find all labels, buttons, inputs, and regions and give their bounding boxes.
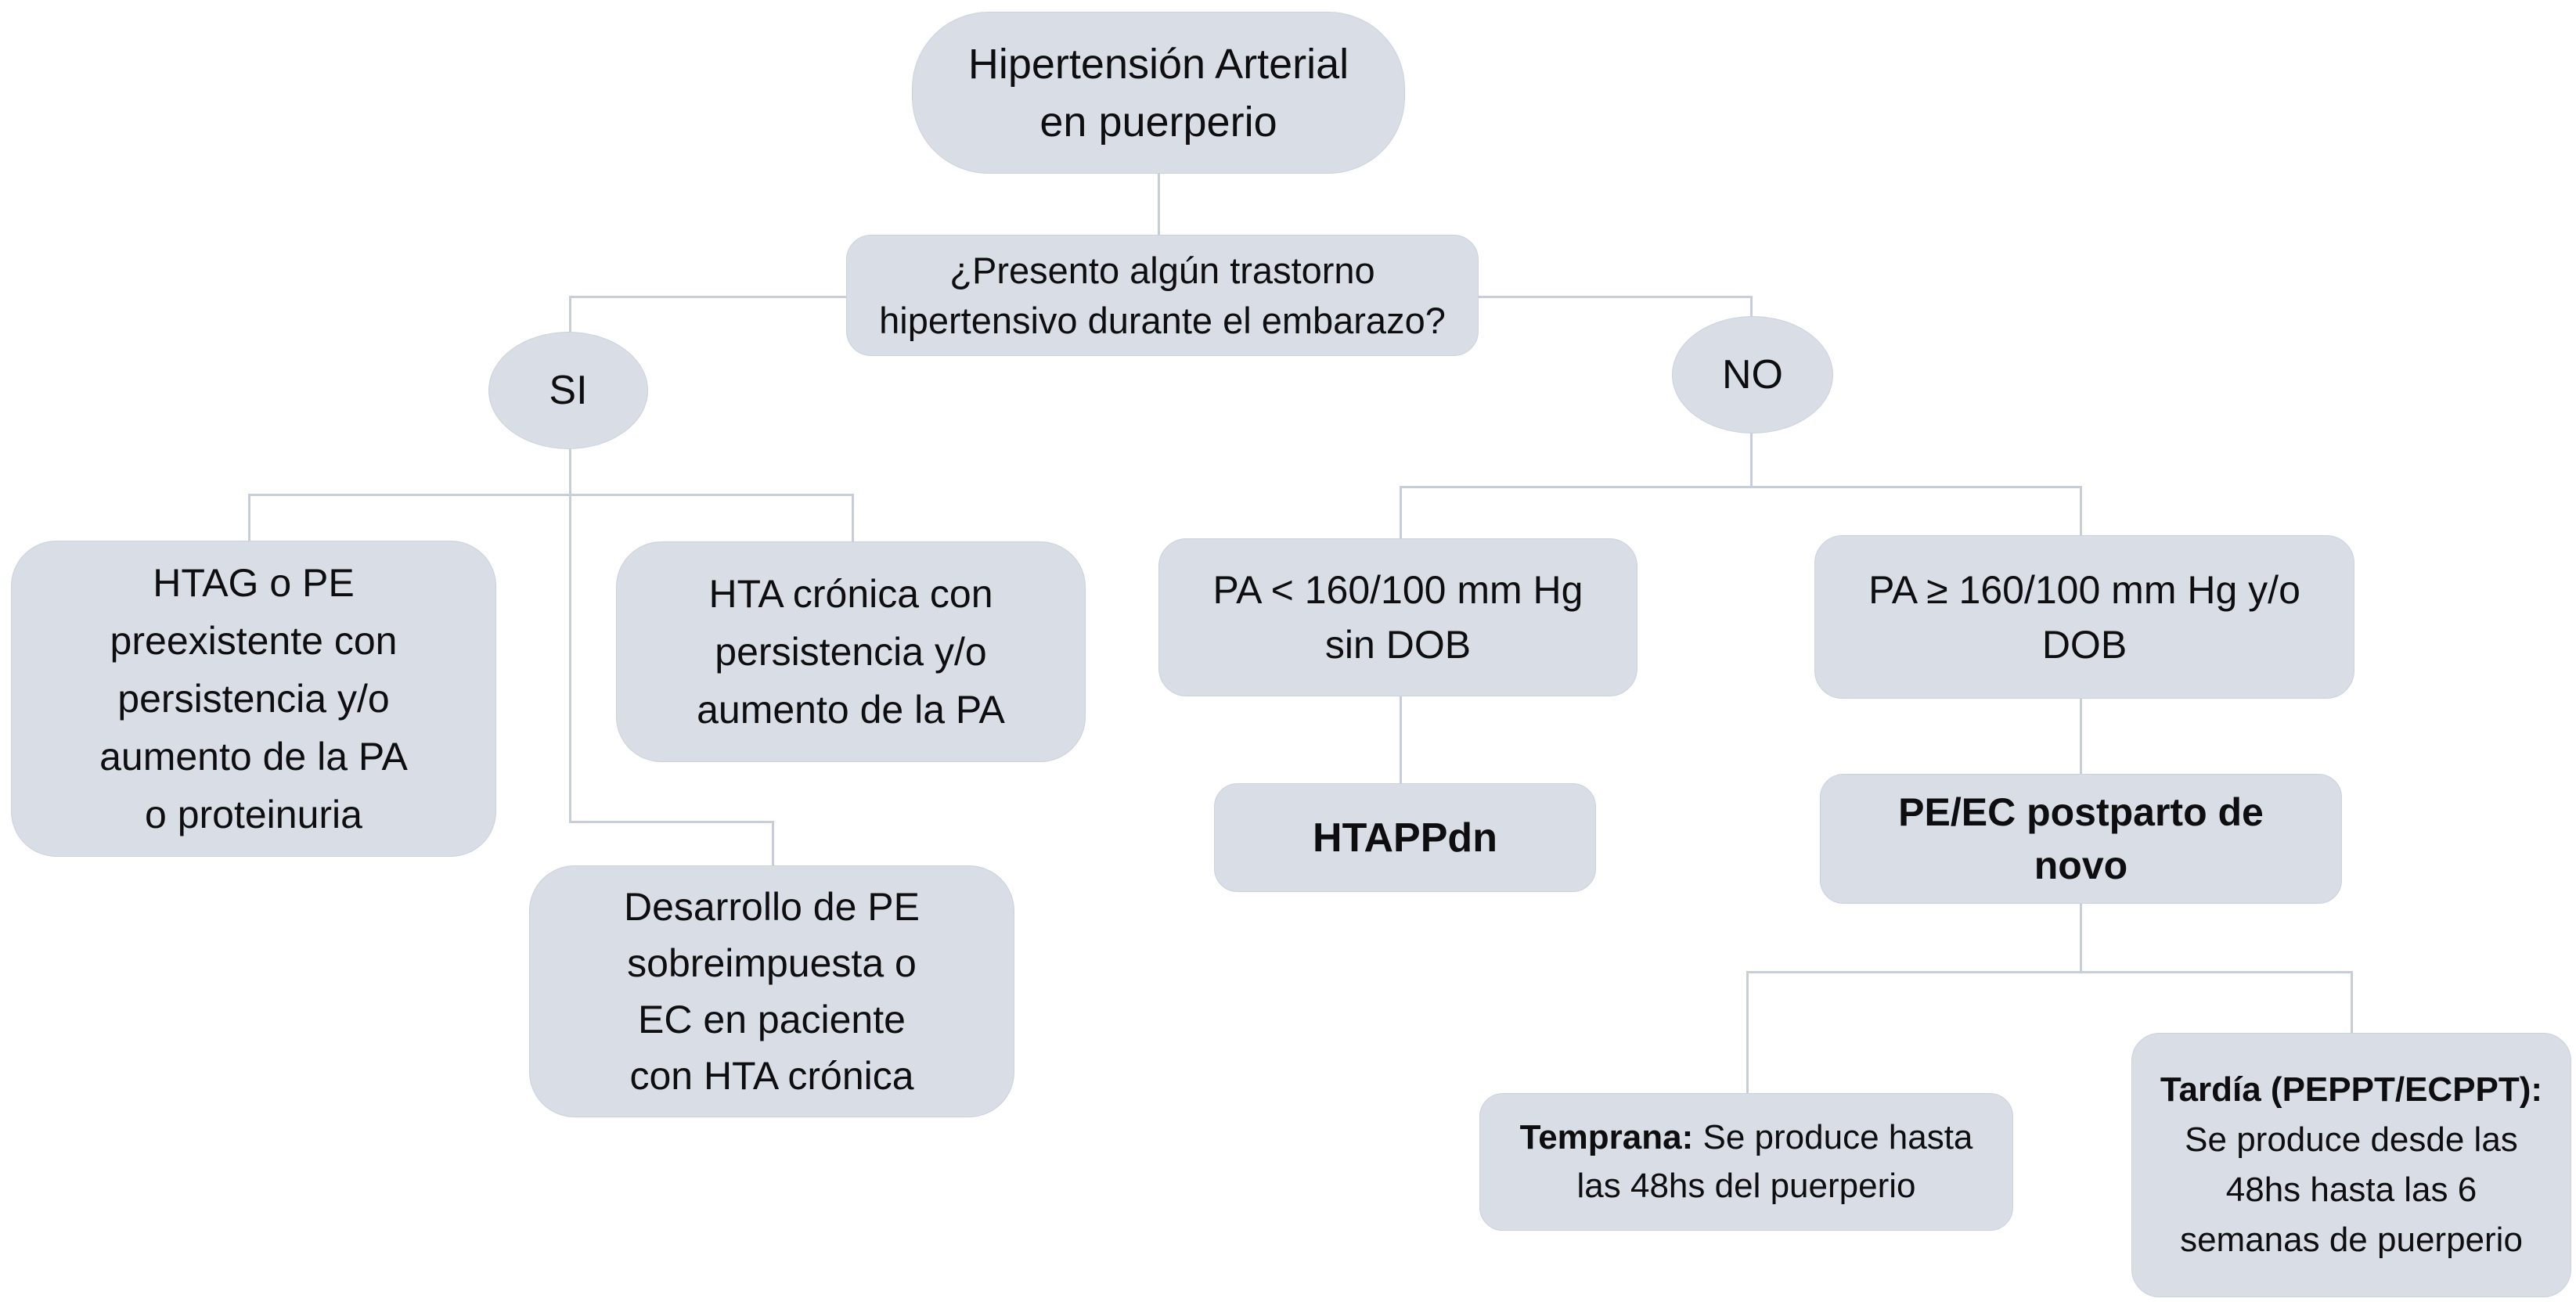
node-htappdn: HTAPPdn <box>1214 783 1596 892</box>
connector-branch-hta-cronica <box>852 494 854 545</box>
connector-pa-mayor-pe-ec <box>2080 697 2082 775</box>
connector-no-branch-bar <box>1400 486 2082 488</box>
connector-pe-ec-branch-bar <box>1746 971 2353 973</box>
connector-desarrollo-drop <box>772 821 774 868</box>
connector-si-vertical <box>569 296 571 823</box>
connector-question-si-horizontal <box>569 296 848 298</box>
node-temprana-label: Temprana: Se produce hasta las 48hs del … <box>1506 1113 1987 1210</box>
connector-si-branch-bar <box>248 494 854 496</box>
node-tardia-text: Se produce desde las 48hs hasta las 6 se… <box>2180 1120 2523 1259</box>
node-pa-menor-160: PA < 160/100 mm Hg sin DOB <box>1158 538 1637 696</box>
node-htag-pe-preexistente-label: HTAG o PE preexistente con persistencia … <box>99 561 408 836</box>
connector-pa-menor-htappdn <box>1400 695 1402 785</box>
connector-branch-pa-mayor <box>2080 486 2082 539</box>
node-pe-ec-postparto-label: PE/EC postparto de novo <box>1898 790 2264 887</box>
connector-pe-ec-drop <box>2080 903 2082 973</box>
node-htag-pe-preexistente: HTAG o PE preexistente con persistencia … <box>11 541 496 857</box>
node-pa-menor-160-label: PA < 160/100 mm Hg sin DOB <box>1212 568 1583 667</box>
connector-branch-tardia <box>2351 971 2353 1034</box>
node-tardia: Tardía (PEPPT/ECPPT): Se produce desde l… <box>2131 1033 2571 1297</box>
connector-question-no-horizontal <box>1477 296 1753 298</box>
node-desarrollo-pe-sobreimpuesta: Desarrollo de PE sobreimpuesta o EC en p… <box>529 865 1014 1117</box>
node-no: NO <box>1672 316 1833 433</box>
connector-si-desarrollo-horizontal <box>569 821 774 823</box>
node-si-label: SI <box>549 368 588 413</box>
node-desarrollo-pe-sobreimpuesta-label: Desarrollo de PE sobreimpuesta o EC en p… <box>624 885 920 1098</box>
connector-branch-htag <box>248 494 250 542</box>
node-hipertension-puerperio-label: Hipertensión Arterial en puerperio <box>967 40 1349 146</box>
node-tardia-bold: Tardía (PEPPT/ECPPT): <box>2160 1070 2543 1109</box>
node-si: SI <box>488 332 648 449</box>
node-pa-mayor-160-label: PA ≥ 160/100 mm Hg y/o DOB <box>1868 567 2300 667</box>
node-pa-mayor-160: PA ≥ 160/100 mm Hg y/o DOB <box>1814 535 2354 699</box>
node-pregunta-trastorno: ¿Presento algún trastorno hipertensivo d… <box>846 235 1479 356</box>
node-hta-cronica: HTA crónica con persistencia y/o aumento… <box>616 541 1086 762</box>
node-hta-cronica-label: HTA crónica con persistencia y/o aumento… <box>697 572 1005 732</box>
node-tardia-label: Tardía (PEPPT/ECPPT): Se produce desde l… <box>2146 1065 2556 1265</box>
connector-branch-temprana <box>1746 971 1749 1095</box>
connector-branch-pa-menor <box>1400 486 1402 542</box>
node-pregunta-trastorno-label: ¿Presento algún trastorno hipertensivo d… <box>879 249 1446 341</box>
node-no-label: NO <box>1722 352 1783 397</box>
node-temprana-bold: Temprana: <box>1519 1118 1694 1156</box>
node-hipertension-puerperio: Hipertensión Arterial en puerperio <box>912 12 1405 174</box>
connector-root-question <box>1158 174 1160 236</box>
node-pe-ec-postparto: PE/EC postparto de novo <box>1820 774 2342 904</box>
node-temprana-text: Se produce hasta las 48hs del puerperio <box>1576 1118 1973 1205</box>
node-temprana: Temprana: Se produce hasta las 48hs del … <box>1479 1093 2013 1231</box>
node-htappdn-label: HTAPPdn <box>1313 815 1497 861</box>
